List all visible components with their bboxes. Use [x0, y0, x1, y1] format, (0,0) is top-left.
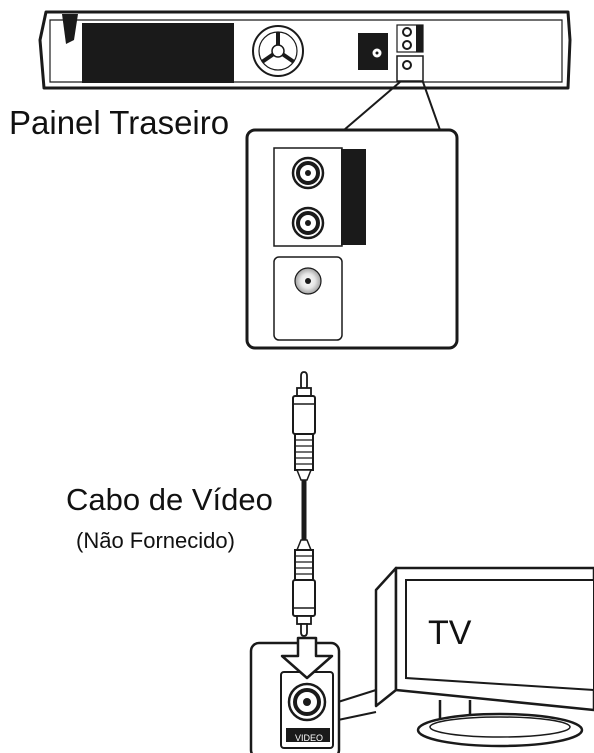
video-cable-label: Cabo de Vídeo — [66, 482, 273, 517]
callout-lines — [343, 81, 441, 131]
rca-video-cable — [292, 371, 316, 637]
jack-zoom-panel — [245, 128, 459, 350]
fan-icon — [252, 25, 304, 77]
video-out-jack — [294, 267, 322, 295]
tv-label: TV — [428, 614, 472, 652]
down-arrow-icon — [280, 636, 334, 680]
video-jack-label: VIDEO — [294, 733, 323, 743]
audio-jack-lower — [291, 206, 325, 240]
rear-panel-label: Painel Traseiro — [9, 104, 230, 141]
not-supplied-note: (Não Fornecido) — [76, 528, 235, 553]
rear-panel-unit — [38, 10, 572, 90]
audio-jack-upper — [291, 156, 325, 190]
tv-monitor — [374, 566, 594, 748]
